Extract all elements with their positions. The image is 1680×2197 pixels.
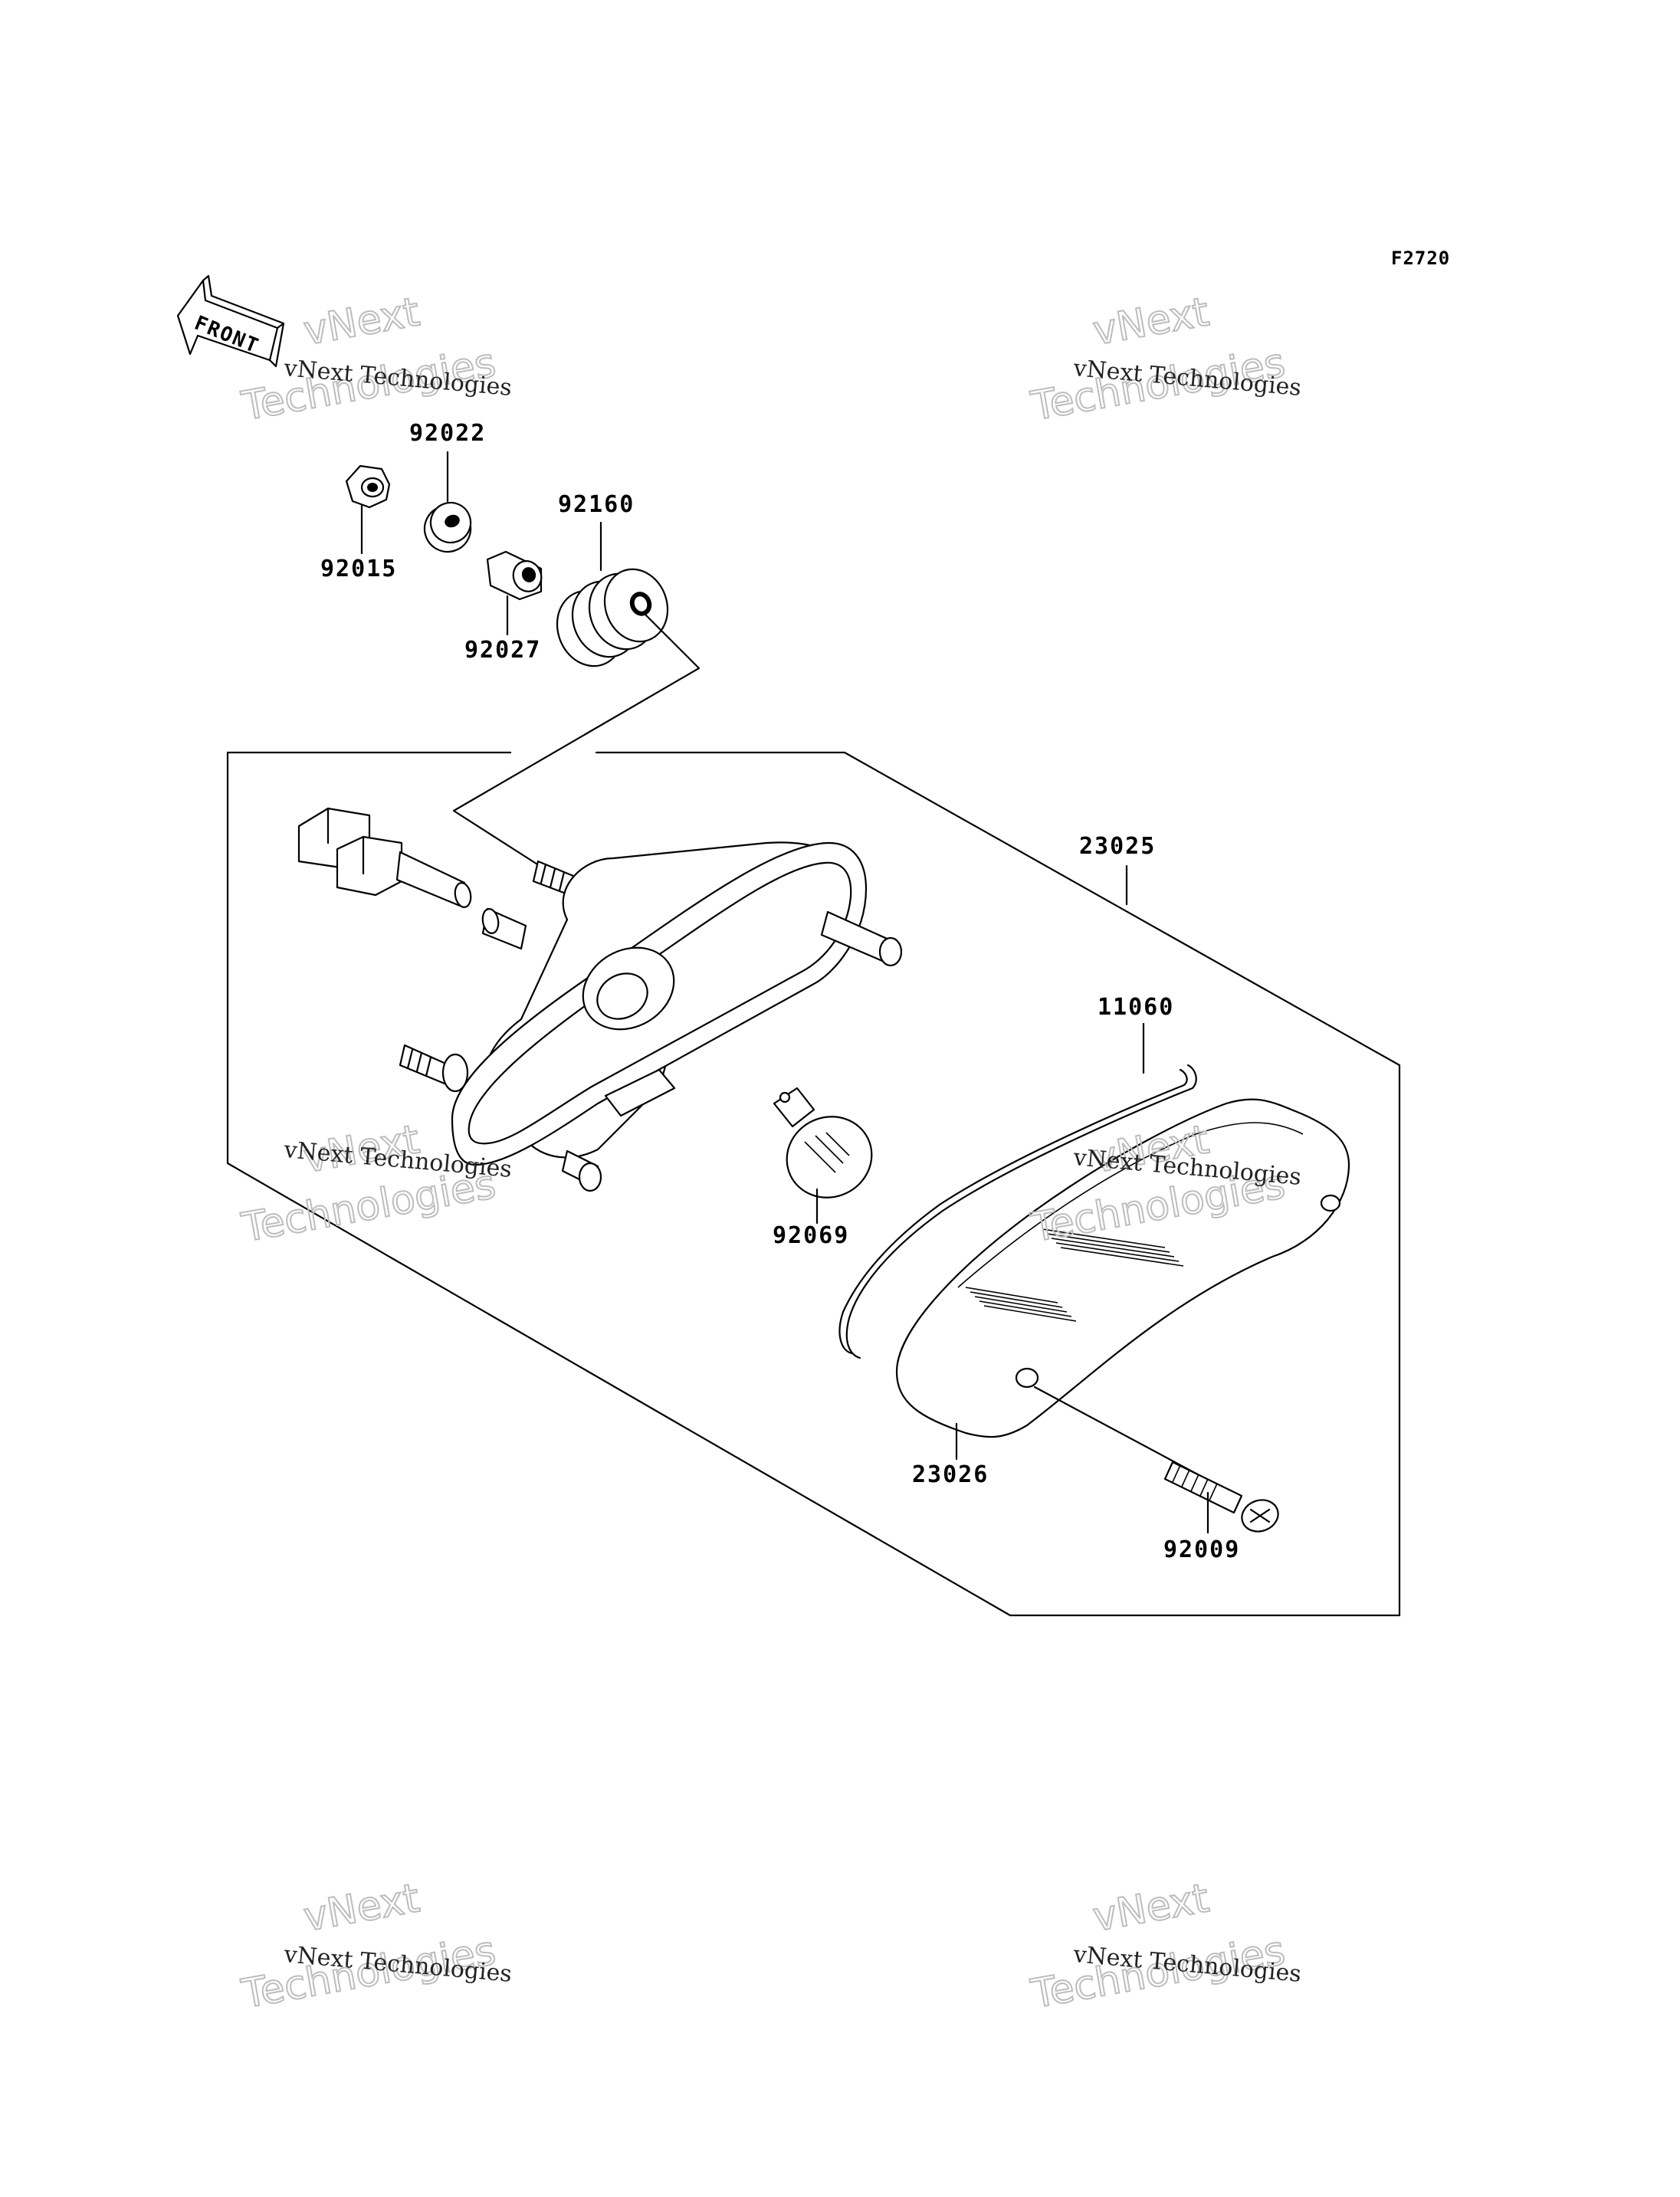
watermark-top-right: vNext Technologies vNext Technologies (1027, 288, 1302, 431)
leader-grommet-to-stud (452, 612, 701, 875)
bulb-92069 (773, 1087, 873, 1199)
svg-text:vNext: vNext (300, 1875, 423, 1940)
watermark-top-left: vNext Technologies vNext Technologies (238, 288, 513, 431)
watermark-bottom-right: vNext Technologies vNext Technologies (1027, 1874, 1302, 2018)
svg-text:vNext: vNext (1090, 289, 1212, 354)
figure-id: F2720 (1391, 248, 1450, 269)
watermark-bottom-left: vNext Technologies vNext Technologies (238, 1874, 513, 2018)
assembly-frame (226, 751, 1401, 1617)
lens-23026 (895, 1098, 1350, 1438)
collar-92027 (486, 550, 543, 601)
part-label-92022: 92022 (409, 420, 486, 447)
gasket-11060 (838, 1064, 1197, 1359)
part-label-92009: 92009 (1163, 1536, 1240, 1563)
nut-92015 (345, 464, 391, 509)
tail-lamp-housing (297, 807, 903, 1192)
part-label-11060: 11060 (1098, 994, 1174, 1021)
front-arrow-icon: FRONT (176, 274, 285, 368)
svg-text:vNext: vNext (1090, 1875, 1212, 1940)
svg-text:vNext: vNext (300, 289, 423, 354)
part-label-92015: 92015 (320, 556, 397, 582)
part-label-92027: 92027 (464, 637, 541, 664)
washer-92022 (423, 501, 472, 553)
part-label-92069: 92069 (773, 1222, 849, 1249)
grommet-92160 (556, 568, 669, 667)
part-label-92160: 92160 (558, 491, 635, 518)
part-label-23026: 23026 (912, 1461, 989, 1488)
screw-92009 (1163, 1461, 1279, 1533)
part-label-23025: 23025 (1079, 833, 1156, 860)
